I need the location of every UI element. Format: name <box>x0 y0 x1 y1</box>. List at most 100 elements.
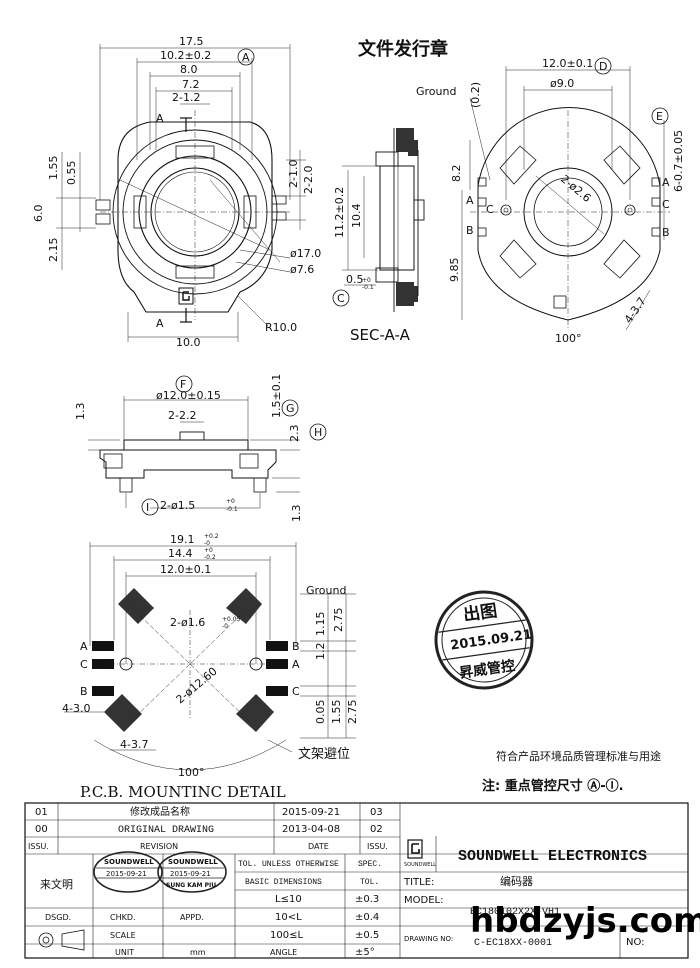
dim-8-0: 8.0 <box>180 63 198 76</box>
rev-row-1-date: 2013-04-08 <box>282 824 340 835</box>
mini-stamp-2: SOUNDWELL 2015-09-21 SUNG KAM PIU <box>157 851 227 893</box>
model-value: EC180102X2X-VH1 <box>470 907 560 918</box>
no-label: NO: <box>626 937 645 948</box>
callout-h <box>309 423 327 441</box>
callout-e-label: E <box>656 110 663 123</box>
dim-10-4: 10.4 <box>350 204 363 229</box>
svg-text:-0.2: -0.2 <box>204 554 216 561</box>
svg-text:-0: -0 <box>222 623 228 630</box>
watermark: hbdzyjs.com <box>470 901 700 941</box>
pcb-dim-1-2: 1.2 <box>314 643 327 661</box>
callout-h-label: H <box>314 426 322 439</box>
company-logo: SOUNDWELL <box>404 839 436 868</box>
tol-row-2-tol: ±0.5 <box>355 930 379 941</box>
callout-c-label: C <box>337 292 345 305</box>
pcb-dim-2-dia-1-6: 2-ø1.6 <box>170 616 205 629</box>
dim-0-55: 0.55 <box>65 161 78 186</box>
note-environment: 符合产品环境品质管理标准与用途 <box>496 749 661 763</box>
rev-row-1-desc: ORIGINAL DRAWING <box>118 825 214 836</box>
dim-1-5: 1.5±0.1 <box>270 374 283 418</box>
dim-1-3-top: 1.3 <box>74 403 87 421</box>
appd-label: APPD. <box>180 913 204 922</box>
dim-4-3-7: 4-3.7 <box>622 295 649 326</box>
pcb-dim-19-1: 19.1 <box>170 533 195 546</box>
pcb-pin-left-b: B <box>80 685 88 698</box>
note-key-dims: 注: 重点管控尺寸 Ⓐ-Ⓘ. <box>482 778 624 794</box>
drawing-value: C-EC18XX-0001 <box>474 938 552 949</box>
mini-stamp-2-bottom: SUNG KAM PIU <box>166 882 216 889</box>
title-block: 01 修改成品名称 2015-09-21 03 00 ORIGINAL DRAW… <box>24 802 689 959</box>
back-pin-b-right: B <box>662 226 670 239</box>
svg-text:+0.05: +0.05 <box>222 616 241 623</box>
pcb-ground-label: Ground <box>306 584 346 597</box>
pcb-pin-left-c: C <box>80 658 88 671</box>
tol-row-0-tol: ±0.3 <box>355 894 379 905</box>
callout-a <box>237 48 255 66</box>
top-view: 17.5 10.2±0.2 8.0 7.2 2-1.2 A 0.55 1.55 … <box>32 35 321 349</box>
dim-10-0: 10.0 <box>176 336 201 349</box>
mini-stamp-1-top: SOUNDWELL <box>104 858 154 866</box>
callout-i <box>141 498 159 516</box>
svg-text:-0: -0 <box>204 540 210 547</box>
pcb-dim-2-dia-12-6: 2-ø12.60 <box>174 665 220 707</box>
dim-12-0: 12.0±0.1 <box>542 57 593 70</box>
signature-name: 来文明 <box>40 877 73 891</box>
side-view: ø12.0±0.15 2-2.2 1.3 1.5±0.1 2.3 2-ø1.5 … <box>74 374 327 523</box>
dim-7-2: 7.2 <box>182 78 200 91</box>
dim-9-85: 9.85 <box>448 258 461 283</box>
dim-dia-9: ø9.0 <box>550 77 574 90</box>
dim-0-5-tol: +0 <box>362 277 371 284</box>
svg-text:+0: +0 <box>204 547 213 554</box>
tol-label: TOL. <box>360 878 379 887</box>
dim-6-0: 6.0 <box>32 205 45 223</box>
sheet-title: 文件发行章 <box>358 38 448 60</box>
dim-0-5: 0.5 <box>346 273 364 286</box>
dsgd-label: DSGD. <box>45 913 71 922</box>
tol-row-2-range: 100≤L <box>270 930 303 941</box>
pcb-dim-4-3-7: 4-3.7 <box>120 738 148 751</box>
stamp-top: 出图 <box>462 600 499 626</box>
tol-spec: SPEC. <box>358 860 382 869</box>
rev-header-issu2: ISSU. <box>367 842 388 851</box>
pcb-bracket-note: 文架避位 <box>298 747 350 762</box>
dim-dia-12-side: ø12.0±0.15 <box>156 389 221 402</box>
svg-text:+0: +0 <box>226 498 235 505</box>
rev-row-0-no: 01 <box>35 807 48 818</box>
title-value: 编码器 <box>500 874 533 888</box>
pcb-dim-4-3-0: 4-3.0 <box>62 702 90 715</box>
back-pin-b-left: B <box>466 224 474 237</box>
model-label: MODEL: <box>404 895 443 906</box>
dim-8-2: 8.2 <box>450 165 463 183</box>
pcb-pin-right-b: B <box>292 640 300 653</box>
pcb-dim-12-0: 12.0±0.1 <box>160 563 211 576</box>
dim-1-3-bottom: 1.3 <box>290 505 303 523</box>
pcb-dim-1-15: 1.15 <box>314 612 327 637</box>
dim-100-deg: 100° <box>555 332 582 345</box>
callout-f <box>175 375 193 393</box>
scale-label: SCALE <box>110 931 136 940</box>
svg-text:-0.1: -0.1 <box>362 284 374 291</box>
rev-header-revision: REVISION <box>140 842 178 851</box>
callout-g-label: G <box>286 402 295 415</box>
dim-r10: R10.0 <box>265 321 297 334</box>
drawing-label: DRAWING NO: <box>404 935 453 943</box>
tol-basic-dims: BASIC DIMENSIONS <box>245 878 322 887</box>
mini-stamp-2-date: 2015-09-21 <box>170 870 211 878</box>
angle-tol: ±5° <box>355 947 375 958</box>
title-label: TITLE: <box>403 877 434 888</box>
tol-row-0-range: L≤10 <box>275 894 302 905</box>
pcb-dim-100-deg: 100° <box>178 766 205 779</box>
pcb-pin-right-c: C <box>292 685 300 698</box>
rev-header-issu: ISSU. <box>28 842 49 851</box>
back-pin-c-right: C <box>662 198 670 211</box>
back-pin-a-left: A <box>466 194 474 207</box>
rev-row-0-right: 03 <box>370 807 383 818</box>
release-stamp: 出图 2015.09.21 昇威管控 <box>434 590 534 690</box>
dim-2-2-2: 2-2.2 <box>168 409 196 422</box>
mini-stamp-2-top: SOUNDWELL <box>168 858 218 866</box>
dim-6-0-7: 6-0.7±0.05 <box>672 130 685 192</box>
rev-row-0-date: 2015-09-21 <box>282 807 340 818</box>
stamp-bottom: 昇威管控 <box>458 657 516 682</box>
section-a-a: 11.2±0.2 10.4 0.5 +0 -0.1 C SEC-A-A <box>332 128 425 344</box>
